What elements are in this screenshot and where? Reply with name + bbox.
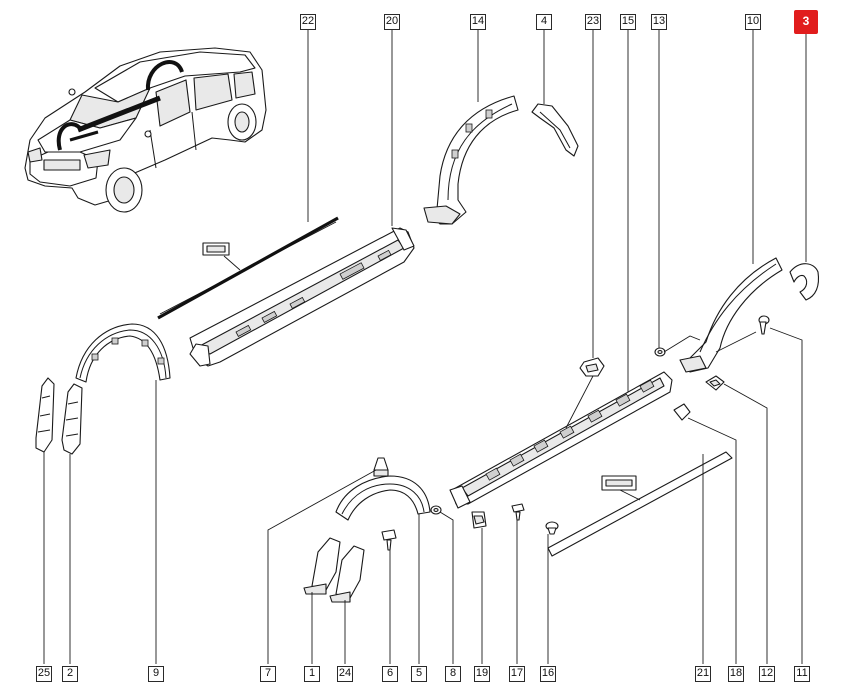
part-23-clip-nut[interactable] — [579, 357, 605, 377]
callout-13[interactable]: 13 — [651, 14, 667, 30]
part-17-screw[interactable] — [511, 503, 525, 521]
part-25-mud-flap[interactable] — [35, 377, 55, 453]
callout-19[interactable]: 19 — [474, 666, 490, 682]
callout-10[interactable]: 10 — [745, 14, 761, 30]
callout-11[interactable]: 11 — [794, 666, 810, 682]
part-14-wheel-arch-upper[interactable] — [423, 95, 519, 225]
part-1-splash-guard[interactable] — [303, 537, 341, 595]
callout-7[interactable]: 7 — [260, 666, 276, 682]
part-13-washer[interactable] — [654, 347, 666, 357]
callout-9[interactable]: 9 — [148, 666, 164, 682]
car-illustration — [24, 47, 267, 213]
part-4-rear-flap[interactable] — [531, 103, 579, 157]
callout-20[interactable]: 20 — [384, 14, 400, 30]
part-24-splash-guard[interactable] — [329, 545, 365, 603]
part-10-wheel-arch-extension[interactable] — [679, 257, 783, 373]
callout-4[interactable]: 4 — [536, 14, 552, 30]
callout-8[interactable]: 8 — [445, 666, 461, 682]
part-8-washer[interactable] — [430, 505, 442, 515]
part-21-lower-moulding[interactable] — [547, 451, 733, 557]
part-20-sill-extension[interactable] — [189, 227, 415, 367]
part-19-nut[interactable] — [471, 511, 487, 529]
callout-3-highlighted[interactable]: 3 — [794, 10, 818, 34]
part-3-arch-trim[interactable] — [789, 263, 820, 301]
callout-17[interactable]: 17 — [509, 666, 525, 682]
part-16-rivet[interactable] — [545, 521, 559, 535]
part-22-side-moulding[interactable] — [157, 216, 339, 320]
callout-2[interactable]: 2 — [62, 666, 78, 682]
callout-24[interactable]: 24 — [337, 666, 353, 682]
callout-15[interactable]: 15 — [620, 14, 636, 30]
callout-22[interactable]: 22 — [300, 14, 316, 30]
callout-12[interactable]: 12 — [759, 666, 775, 682]
part-9-front-wheel-arch[interactable] — [75, 323, 171, 383]
callout-21[interactable]: 21 — [695, 666, 711, 682]
part-18-clip[interactable] — [673, 403, 691, 421]
part-5-wheel-arch-small[interactable] — [335, 475, 431, 521]
part-6-screw[interactable] — [381, 529, 397, 551]
part-2-mud-flap[interactable] — [61, 383, 83, 455]
callout-1[interactable]: 1 — [304, 666, 320, 682]
callout-6[interactable]: 6 — [382, 666, 398, 682]
callout-25[interactable]: 25 — [36, 666, 52, 682]
part-7-clip[interactable] — [373, 457, 389, 477]
callout-14[interactable]: 14 — [470, 14, 486, 30]
part-12-clip[interactable] — [705, 375, 725, 391]
callout-5[interactable]: 5 — [411, 666, 427, 682]
callout-23[interactable]: 23 — [585, 14, 601, 30]
part-15-sill-bracket[interactable] — [449, 371, 673, 509]
callout-18[interactable]: 18 — [728, 666, 744, 682]
callout-16[interactable]: 16 — [540, 666, 556, 682]
leader-lines — [43, 28, 807, 664]
part-11-screw[interactable] — [758, 315, 770, 335]
